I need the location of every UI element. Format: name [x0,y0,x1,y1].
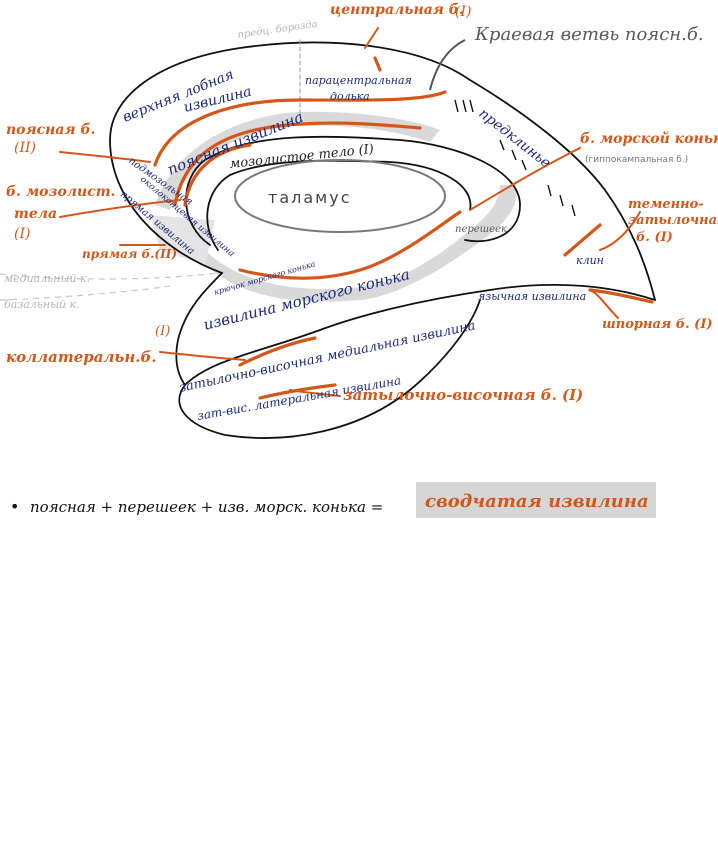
collateral-sulcus-label: коллатеральн.б. [6,348,157,366]
hippocampal-sulcus-label: б. морской конька [580,130,718,147]
cingulate-highlight [150,111,517,302]
callosal-sulcus-label-2: тела [14,206,57,222]
calcarine-line [588,288,654,304]
lingual-gyrus-label: язычная извилина [478,290,586,303]
collateral-line [238,336,317,367]
basal-margin-label: базальный к. [4,298,80,311]
isthmus-label: перешеек [455,224,507,235]
corpus-callosum-sulcus-line [183,143,252,207]
hippocampal-sulcus-line [238,210,462,280]
margin-lines [0,271,226,301]
cuneus-label: клин [576,254,604,267]
annotation-arrows [59,27,641,397]
calcarine-sulcus-label: шпорная б. (I) [602,317,713,332]
cingulate-sulcus-line [153,90,447,167]
sulci-orange [153,56,654,400]
paracentral-lobule-label-2: долька [330,90,370,103]
thalamus-outline [234,159,446,233]
thalamus-label: таламус [268,188,352,207]
hippocampal-sulcus-note: (гиппокампальная б.) [585,155,688,165]
note-result: сводчатая извилина [425,491,649,512]
cingulate-sulcus-inner [173,121,422,207]
medial-margin-label: медиальный к. [4,272,90,285]
note-bullet: • [10,497,19,516]
parieto-occipital-label-2: затылочная [628,213,718,228]
cingulate-sulcus-num: (II) [14,140,36,156]
hemisphere-outline [109,39,656,439]
parieto-occipital-label-1: теменно- [628,197,704,212]
summary-note: • поясная + перешеек + изв. морск. коньк… [10,491,649,516]
central-sulcus-tip [373,56,382,72]
marginal-branch-label: Краевая ветвь поясн.б. [474,24,704,45]
callosal-sulcus-label-1: б. мозолист. [6,184,115,200]
parieto-occipital-label-3: б. (I) [636,230,673,245]
parieto-occipital-line [563,223,602,257]
result-highlight [416,482,656,518]
hatch-marks [454,99,576,217]
central-sulcus-num: (I) [455,4,471,20]
paracentral-lobule-label-1: парацентральная [305,74,412,87]
callosal-sulcus-num: (I) [14,226,30,242]
occipitotemporal-sulcus-label: затылочно-височная б. (I) [343,386,583,404]
straight-sulcus-label: прямая б.(II) [82,247,177,261]
sulcus-labels: центральная б. (I) Краевая ветвь поясн.б… [6,2,718,404]
collateral-sulcus-num: (I) [155,324,170,339]
gray-arrow [429,39,466,91]
note-text: поясная + перешеек + изв. морск. конька … [30,498,383,516]
central-sulcus-label: центральная б. [330,2,464,18]
cingulate-sulcus-label: поясная б. [6,122,95,138]
